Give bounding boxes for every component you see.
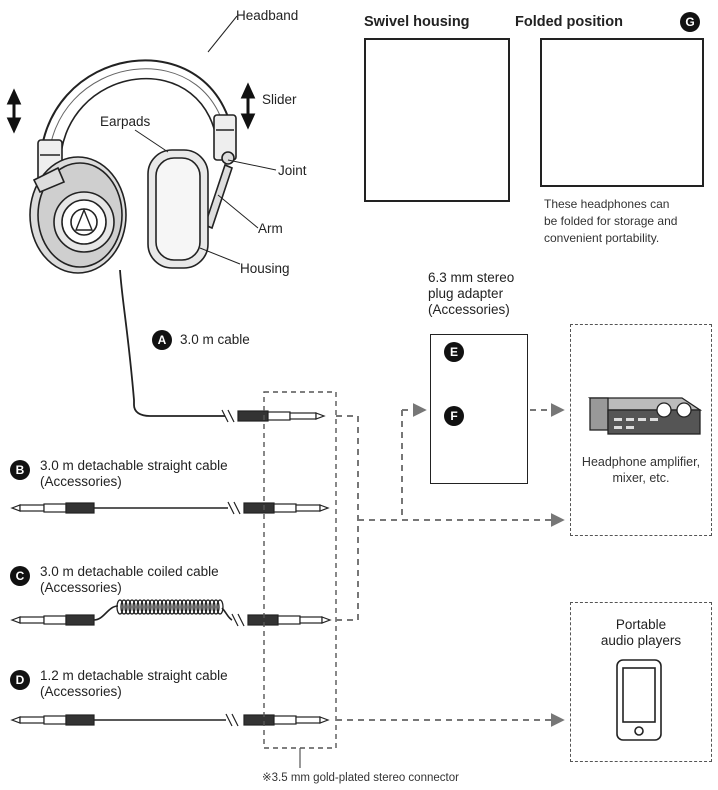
coil-loop	[160, 599, 168, 615]
amplifier-box	[570, 324, 712, 536]
coil-loop	[164, 599, 172, 615]
coil-loop	[172, 599, 180, 615]
slider-arrows	[6, 82, 256, 134]
connector-dashed-box	[263, 391, 337, 749]
connector-footnote: ※3.5 mm gold-plated stereo connector	[262, 772, 459, 784]
adapter-title-line2: plug adapter	[428, 286, 504, 301]
coil-loop	[148, 599, 156, 615]
badge-g: G	[680, 12, 700, 32]
cable-d-label: 1.2 m detachable straight cable	[40, 668, 228, 683]
badge-c: C	[10, 566, 30, 586]
coil-loop	[168, 599, 176, 615]
coil-loop	[176, 599, 184, 615]
swivel-housing-panel	[364, 38, 510, 202]
portable-label-line1: Portable	[615, 617, 667, 632]
folded-note-line2: be folded for storage and	[544, 214, 678, 228]
coil-loop	[136, 599, 144, 615]
amplifier-label-line2: mixer, etc.	[612, 471, 670, 485]
cable-c-sublabel: (Accessories)	[40, 580, 122, 595]
coil-loop	[144, 599, 152, 615]
coil-loop	[120, 599, 128, 615]
folded-position-panel	[540, 38, 704, 187]
cable-b-label: 3.0 m detachable straight cable	[40, 458, 228, 473]
coil-loop	[188, 599, 196, 615]
cable-d-drawing	[10, 713, 330, 727]
routing-lines	[336, 403, 565, 727]
slider-label: Slider	[262, 92, 297, 107]
coil-loop	[196, 599, 204, 615]
coil-loop	[192, 599, 200, 615]
badge-b: B	[10, 460, 30, 480]
swivel-housing-title: Swivel housing	[364, 14, 470, 30]
adapter-title-line3: (Accessories)	[428, 302, 510, 317]
portable-player-picture	[616, 659, 662, 741]
cable-b-sublabel: (Accessories)	[40, 474, 122, 489]
folded-note-line1: These headphones can	[544, 197, 670, 211]
coil-loop	[200, 599, 208, 615]
portable-label-line2: audio players	[600, 633, 682, 648]
badge-e: E	[444, 342, 464, 362]
adapter-title-line1: 6.3 mm stereo	[428, 270, 515, 285]
folded-note-line3: convenient portability.	[544, 231, 660, 245]
cable-c-drawing	[10, 599, 332, 627]
coil-loop	[156, 599, 164, 615]
coil-loop	[132, 599, 140, 615]
coil-loop	[116, 599, 124, 615]
badge-d: D	[10, 670, 30, 690]
joint-label: Joint	[278, 163, 307, 178]
amplifier-picture	[587, 397, 703, 435]
headband-label: Headband	[236, 8, 299, 23]
housing-label: Housing	[240, 261, 290, 276]
coil-loop	[180, 599, 188, 615]
folded-position-title: Folded position	[515, 14, 623, 30]
earpads-label: Earpads	[100, 114, 151, 129]
coil-loop	[152, 599, 160, 615]
coil-loop	[128, 599, 136, 615]
amplifier-label-line1: Headphone amplifier,	[581, 455, 701, 469]
label-leaders	[134, 15, 277, 265]
coil-loop	[212, 599, 220, 615]
cable-c-label: 3.0 m detachable coiled cable	[40, 564, 219, 579]
badge-f: F	[444, 406, 464, 426]
cable-d-sublabel: (Accessories)	[40, 684, 122, 699]
plug-a-right	[221, 409, 326, 423]
coil-loop	[140, 599, 148, 615]
cable-a-label: 3.0 m cable	[180, 332, 250, 347]
portable-player-box	[570, 602, 712, 762]
coil-loop	[124, 599, 132, 615]
coil-loop	[204, 599, 212, 615]
arm-label: Arm	[258, 221, 283, 236]
cable-b-drawing	[10, 501, 330, 515]
coil-loop	[184, 599, 192, 615]
coil-loop	[216, 599, 224, 615]
badge-a: A	[152, 330, 172, 350]
coil-loop	[208, 599, 216, 615]
